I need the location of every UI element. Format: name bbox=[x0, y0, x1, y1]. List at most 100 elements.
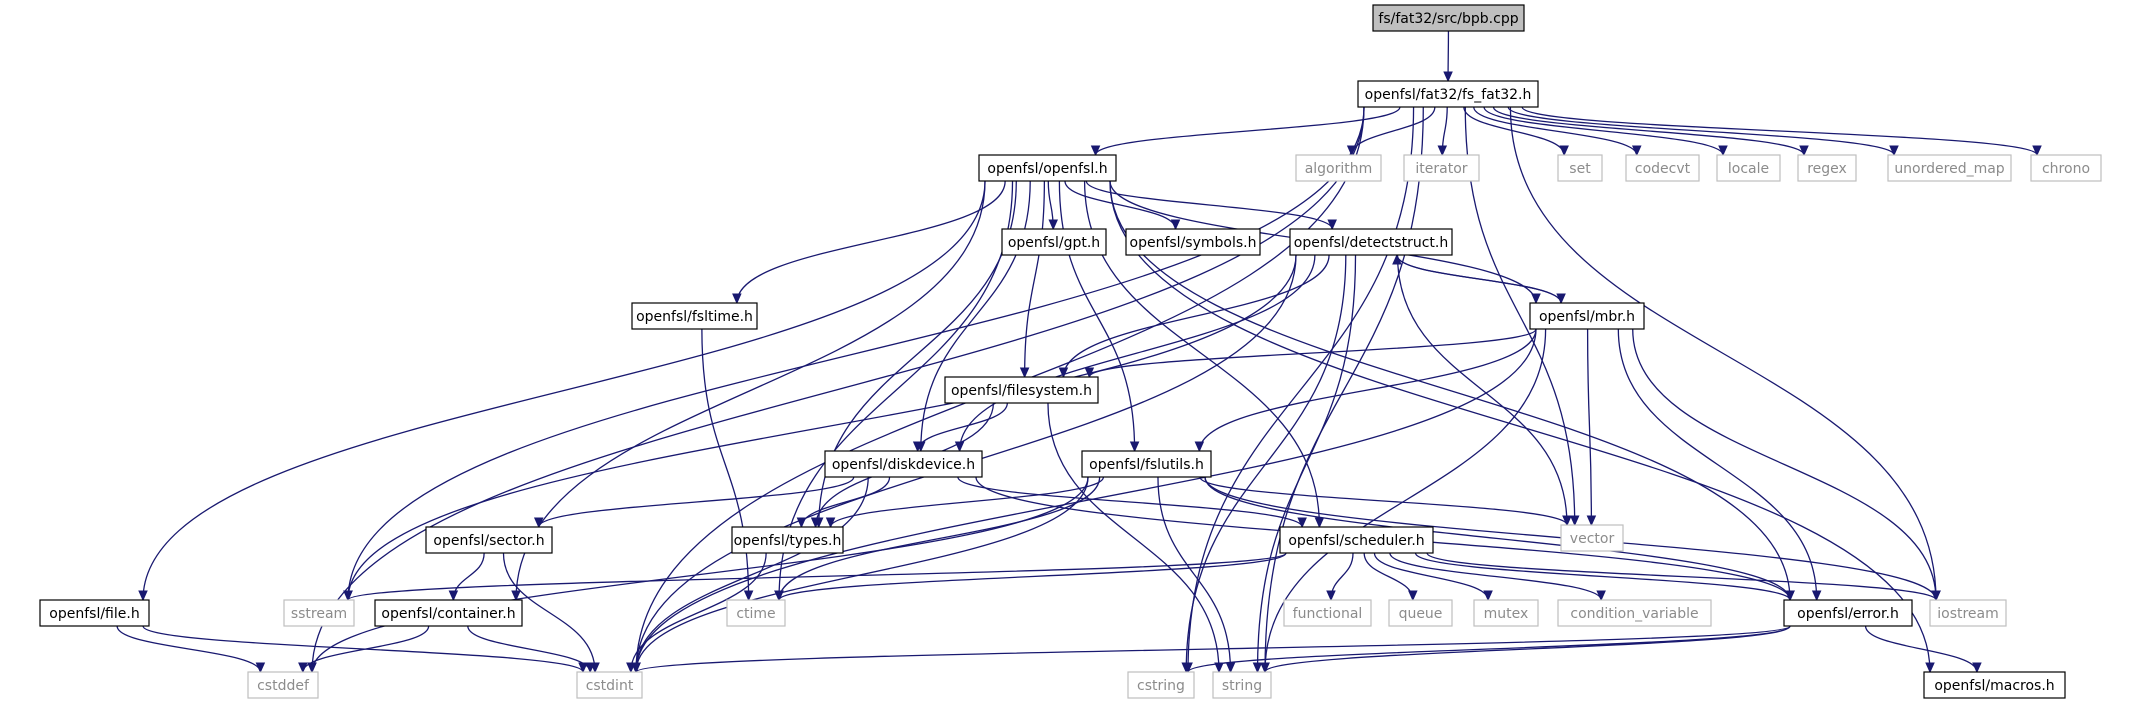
edge-arrowhead bbox=[255, 662, 266, 674]
edge-arrowhead bbox=[1314, 517, 1325, 529]
node-queue: queue bbox=[1388, 599, 1453, 627]
edge-line bbox=[1047, 402, 1220, 673]
node-label: openfsl/openfsl.h bbox=[987, 161, 1107, 177]
edge-line bbox=[1464, 106, 1576, 526]
edge-detectstruct_h-to-diskdevice_h bbox=[954, 254, 1316, 453]
node-label: openfsl/diskdevice.h bbox=[832, 457, 975, 473]
edge-arrowhead bbox=[810, 517, 821, 529]
node-gpt-h[interactable]: openfsl/gpt.h bbox=[1001, 228, 1107, 256]
edge-detectstruct_h-to-filesystem_h bbox=[1058, 254, 1330, 379]
node-label: functional bbox=[1293, 606, 1363, 622]
node-filesystem-h[interactable]: openfsl/filesystem.h bbox=[944, 376, 1099, 404]
node-error-h[interactable]: openfsl/error.h bbox=[1783, 599, 1913, 627]
edge-mbr_h-to-fslutils_h bbox=[1194, 328, 1537, 453]
edge-arrowhead bbox=[1260, 662, 1270, 674]
node-box bbox=[1372, 4, 1525, 32]
edge-openfsl_h-to-detectstruct_h bbox=[1085, 180, 1337, 231]
edge-error_h-to-cstdint bbox=[631, 625, 1791, 674]
node-vector: vector bbox=[1560, 524, 1624, 552]
node-box bbox=[425, 526, 553, 554]
edge-filesystem_h-to-string bbox=[1047, 402, 1224, 674]
edge-line bbox=[1187, 106, 1415, 673]
node-label: ctime bbox=[736, 606, 775, 622]
node-diskdevice-h[interactable]: openfsl/diskdevice.h bbox=[824, 450, 983, 478]
node-box bbox=[978, 154, 1117, 182]
edge-openfsl_h-to-macros_h bbox=[1109, 180, 1935, 674]
node-box bbox=[1289, 228, 1453, 256]
edge-line bbox=[1064, 180, 1177, 230]
edge-line bbox=[347, 552, 1287, 601]
edge-line bbox=[452, 552, 485, 601]
edge-line bbox=[515, 180, 986, 601]
node-mbr-h[interactable]: openfsl/mbr.h bbox=[1529, 302, 1645, 330]
node-types-h[interactable]: openfsl/types.h bbox=[731, 526, 844, 554]
node-fs-fat32-h[interactable]: openfsl/fat32/fs_fat32.h bbox=[1357, 80, 1539, 108]
node-chrono: chrono bbox=[2030, 154, 2102, 182]
edge-diskdevice_h-to-types_h bbox=[796, 476, 891, 529]
node-label: cstdint bbox=[586, 678, 634, 694]
node-box bbox=[944, 376, 1099, 404]
node-label: algorithm bbox=[1305, 161, 1373, 177]
edge-arrowhead bbox=[825, 517, 836, 529]
node-file-h[interactable]: openfsl/file.h bbox=[39, 599, 150, 627]
edge-line bbox=[347, 254, 1297, 601]
node-box bbox=[1887, 154, 2012, 182]
edge-detectstruct_h-to-string bbox=[1252, 254, 1357, 674]
node-symbols-h[interactable]: openfsl/symbols.h bbox=[1125, 228, 1261, 256]
node-sector-h[interactable]: openfsl/sector.h bbox=[425, 526, 553, 554]
edge-arrowhead bbox=[912, 441, 923, 453]
node-fsltime-h[interactable]: openfsl/fsltime.h bbox=[631, 302, 758, 330]
edge-line bbox=[958, 254, 1316, 452]
node-container-h[interactable]: openfsl/container.h bbox=[374, 599, 523, 627]
node-box bbox=[1797, 154, 1857, 182]
edge-detectstruct_h-to-vector bbox=[1396, 254, 1572, 527]
node-box bbox=[1127, 671, 1195, 699]
node-label: openfsl/types.h bbox=[734, 533, 842, 549]
node-box bbox=[576, 671, 643, 699]
edge-arrowhead bbox=[1170, 219, 1181, 231]
edge-openfsl_h-to-container_h bbox=[511, 180, 986, 602]
edge-fs_fat32_h-to-locale bbox=[1483, 106, 1728, 157]
edge-line bbox=[1507, 106, 1895, 156]
edge-fs_fat32_h-to-regex bbox=[1492, 106, 1809, 157]
edge-line bbox=[1198, 328, 1537, 452]
edge-fs_fat32_h-to-vector bbox=[1464, 106, 1580, 527]
node-macros-h[interactable]: openfsl/macros.h bbox=[1923, 671, 2066, 699]
edge-line bbox=[1363, 552, 1414, 601]
edge-line bbox=[1426, 552, 1937, 601]
node-label: openfsl/fsltime.h bbox=[636, 309, 753, 325]
node-label: string bbox=[1222, 678, 1262, 694]
node-label: openfsl/detectstruct.h bbox=[1294, 235, 1448, 251]
node-label: openfsl/error.h bbox=[1797, 606, 1899, 622]
edge-arrowhead bbox=[533, 517, 544, 529]
node-box bbox=[2030, 154, 2102, 182]
node-scheduler-h[interactable]: openfsl/scheduler.h bbox=[1279, 526, 1434, 554]
edge-arrowhead bbox=[631, 662, 641, 674]
edge-arrowhead bbox=[1326, 590, 1336, 602]
node-fslutils-h[interactable]: openfsl/fslutils.h bbox=[1081, 450, 1212, 478]
edge-arrowhead bbox=[511, 590, 521, 602]
node-detectstruct-h[interactable]: openfsl/detectstruct.h bbox=[1289, 228, 1453, 256]
node-cstdint: cstdint bbox=[576, 671, 643, 699]
edge-arrowhead bbox=[1569, 515, 1580, 527]
edge-line bbox=[635, 476, 1089, 673]
node-bpb-cpp[interactable]: fs/fat32/src/bpb.cpp bbox=[1372, 4, 1525, 32]
edge-arrowhead bbox=[1194, 441, 1205, 453]
edge-openfsl_h-to-fsltime_h bbox=[732, 180, 1006, 305]
edge-line bbox=[1264, 625, 1791, 673]
node-label: set bbox=[1569, 161, 1591, 177]
node-label: openfsl/scheduler.h bbox=[1288, 533, 1424, 549]
node-box bbox=[1557, 154, 1603, 182]
edge-arrowhead bbox=[743, 590, 754, 602]
edge-arrowhead bbox=[1631, 145, 1642, 157]
edge-mbr_h-to-vector bbox=[1586, 328, 1597, 527]
edge-line bbox=[701, 328, 750, 601]
edge-line bbox=[1199, 476, 1568, 526]
edge-openfsl_h-to-gpt_h bbox=[1047, 180, 1058, 231]
node-box bbox=[1357, 80, 1539, 108]
node-box bbox=[1557, 599, 1712, 627]
edge-fs_fat32_h-to-unordered_map bbox=[1507, 106, 1899, 157]
edge-line bbox=[1062, 254, 1330, 378]
node-openfsl-h[interactable]: openfsl/openfsl.h bbox=[978, 154, 1117, 182]
